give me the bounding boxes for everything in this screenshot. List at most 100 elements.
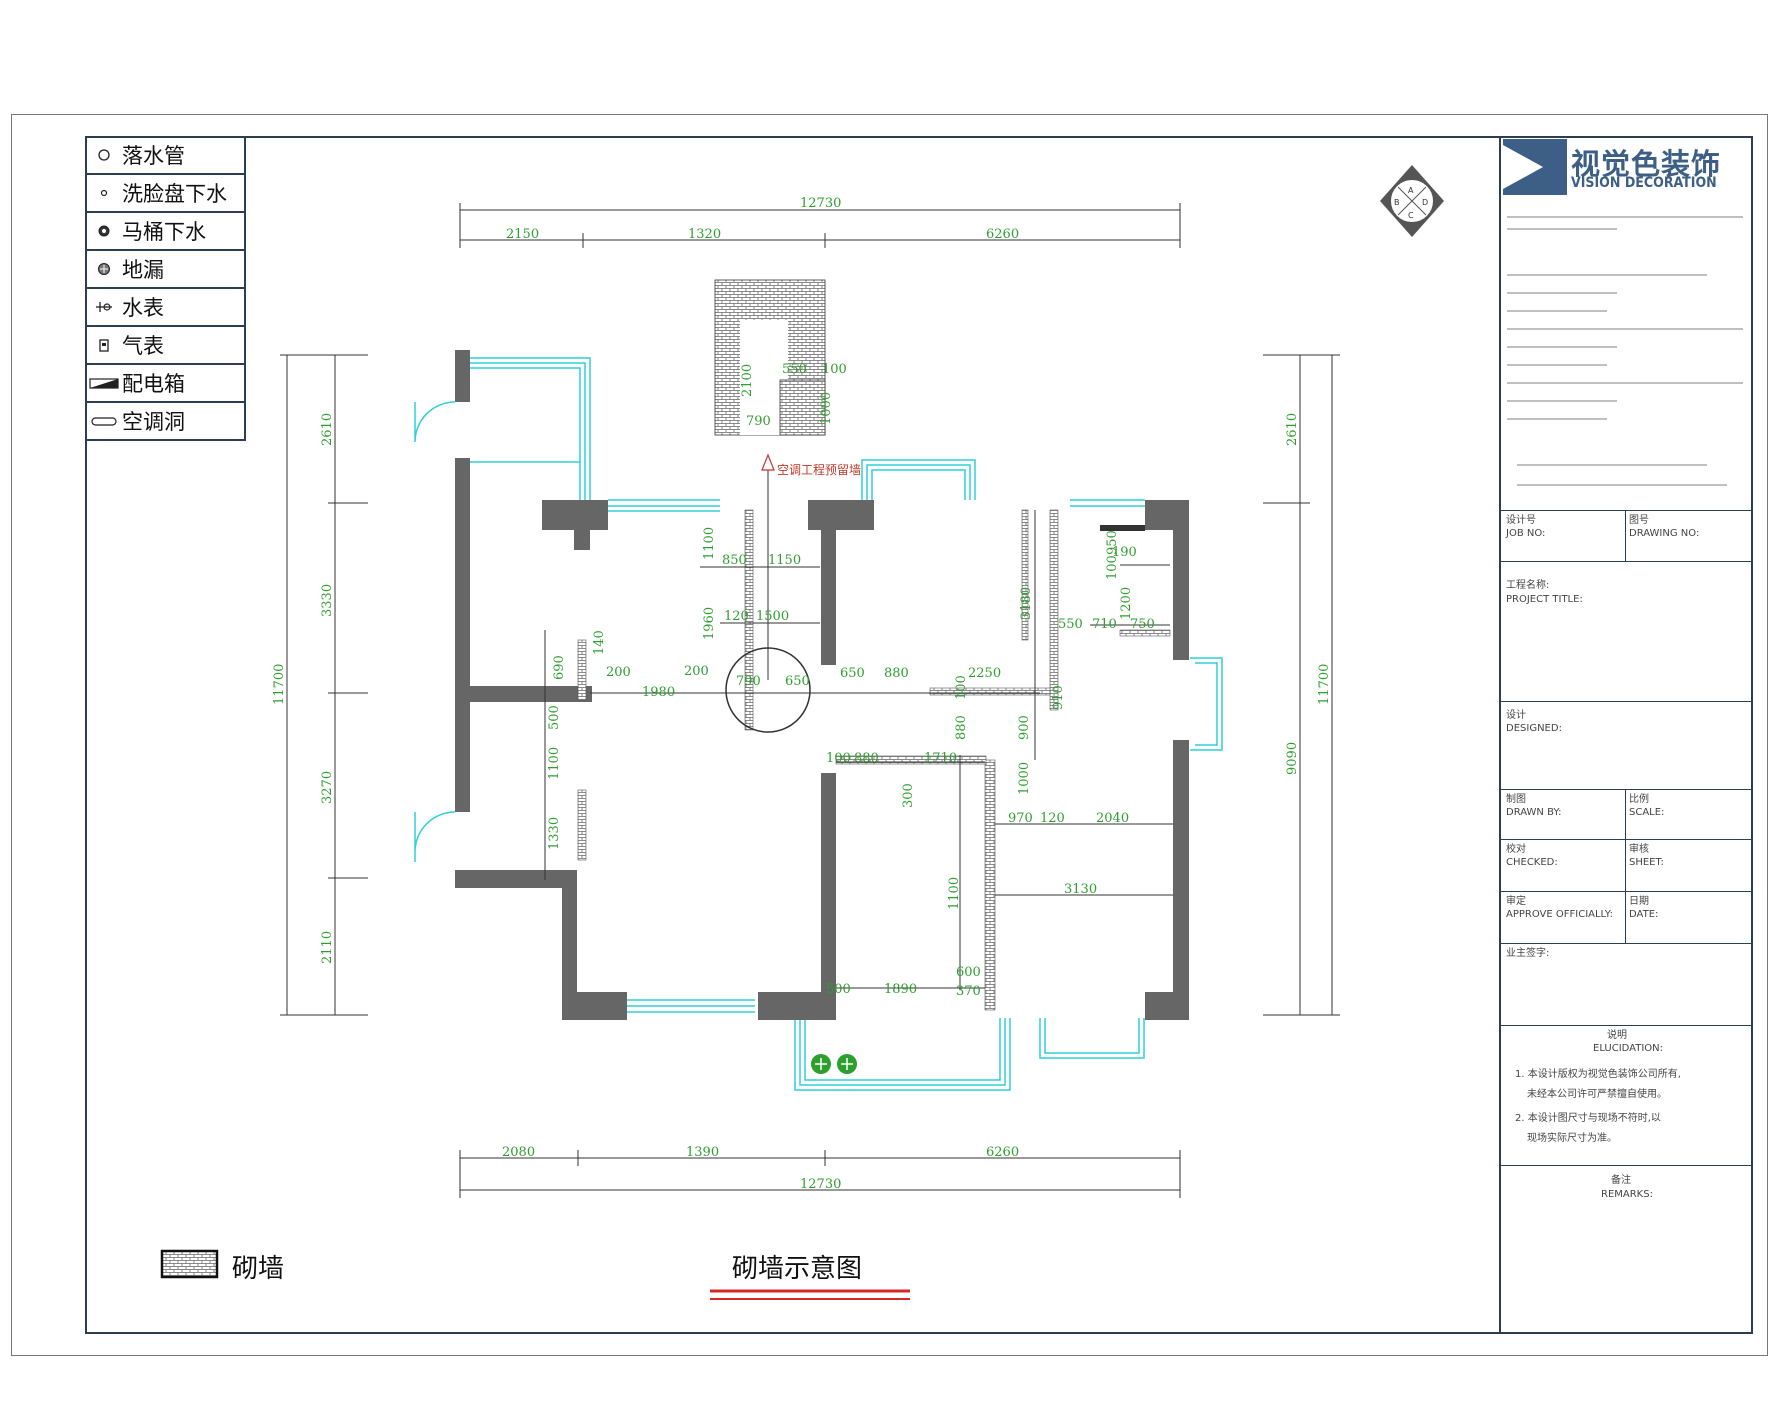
legend-row: 洗脸盘下水 [86, 175, 246, 213]
dim-inner: 1980 [642, 685, 675, 700]
title-block-divider [1501, 839, 1751, 840]
title-block-divider [1501, 701, 1751, 702]
dim-inner: 1000 [819, 392, 834, 425]
legend-label: 马桶下水 [122, 220, 206, 244]
floor-drain-icon [86, 262, 122, 276]
checked-label-en: CHECKED: [1506, 857, 1558, 868]
remarks-label-en: REMARKS: [1601, 1189, 1653, 1200]
dim-bottom-total: 12730 [800, 1177, 841, 1192]
circle-open-icon [86, 148, 122, 162]
legend-row: 水表 [86, 289, 246, 327]
sheet-label-cn: 审核 [1629, 844, 1649, 855]
window-outlines [414, 357, 1223, 1091]
dim-bottom-segment: 1390 [686, 1145, 719, 1160]
dim-inner: 1200 [1119, 587, 1134, 620]
stair-circle [725, 647, 811, 733]
scale-label-en: SCALE: [1629, 807, 1665, 818]
legend-label: 水表 [122, 296, 164, 320]
client-sign-label: 业主签字: [1506, 948, 1550, 959]
legend-row: 落水管 [86, 137, 246, 175]
left-dimension-lines [280, 354, 368, 1016]
dim-inner: 1000 [1017, 762, 1032, 795]
dim-top-segment: 6260 [986, 227, 1019, 242]
red-annotation: 空调工程预留墙 [777, 462, 861, 477]
legend-row: 配电箱 [86, 365, 246, 403]
toilet-drain-icon [86, 224, 122, 238]
job-no-label-en: JOB NO: [1506, 528, 1546, 539]
title-block-divider [1501, 1165, 1751, 1166]
dim-inner: 600 [956, 965, 981, 980]
approve-label-en: APPROVE OFFICIALLY: [1506, 909, 1613, 920]
title-block: 视觉色装饰 VISION DECORATION 设计号 JOB NO: 图号 D… [1499, 137, 1751, 1332]
date-label-cn: 日期 [1629, 896, 1649, 907]
dim-inner: 3180 [1019, 587, 1034, 620]
drawn-label-en: DRAWN BY: [1506, 807, 1562, 818]
legend-label: 地漏 [122, 258, 164, 282]
dim-bottom-segment: 6260 [986, 1145, 1019, 1160]
dim-inner: 1330 [547, 817, 562, 850]
checked-label-cn: 校对 [1506, 844, 1526, 855]
brick-wall-zones [577, 279, 1171, 1011]
dim-inner: 750 [1130, 617, 1155, 632]
dim-inner: 790 [746, 414, 771, 429]
water-meter-icon [86, 300, 122, 314]
small-dot-icon [86, 186, 122, 200]
dim-left-segment: 3330 [320, 584, 335, 617]
dim-top-segment: 1320 [688, 227, 721, 242]
dim-inner: 3130 [1064, 882, 1097, 897]
dim-inner: 880 [884, 666, 909, 681]
dim-right-segment: 9090 [1285, 742, 1300, 775]
project-title-label-en: PROJECT TITLE: [1506, 594, 1583, 605]
dim-inner: 190 [1112, 545, 1137, 560]
gas-meter-icon [86, 337, 122, 353]
title-block-divider [1625, 510, 1626, 561]
title-block-divider [1501, 510, 1751, 511]
date-label-en: DATE: [1629, 909, 1659, 920]
dim-inner: 650 [785, 674, 810, 689]
note-line: 1. 本设计版权为视觉色装饰公司所有, [1515, 1069, 1681, 1080]
legend-row: 空调洞 [86, 403, 246, 441]
legend-row: 地漏 [86, 251, 246, 289]
top-dimension-lines [459, 203, 1181, 248]
project-title-label-cn: 工程名称: [1506, 580, 1550, 591]
dim-inner: 790 [736, 674, 761, 689]
dim-inner: 200 [684, 664, 709, 679]
sheet-label-en: SHEET: [1629, 857, 1664, 868]
internal-dimension-lines [544, 470, 1173, 990]
job-no-label-cn: 设计号 [1506, 515, 1536, 526]
dim-right-total: 11700 [1317, 664, 1332, 705]
distribution-box-icon [86, 376, 122, 390]
dim-inner: 1500 [756, 609, 789, 624]
dim-inner: 100 [1105, 555, 1120, 580]
compass-label-b: B [1394, 198, 1400, 207]
note-line: 2. 本设计图尺寸与现场不符时,以 [1515, 1113, 1661, 1124]
compass-label-a: A [1408, 186, 1414, 195]
remarks-label-cn: 备注 [1611, 1175, 1631, 1186]
dim-inner: 1100 [547, 747, 562, 780]
dim-inner: 500 [547, 705, 562, 730]
ac-hole-icon [86, 414, 122, 428]
company-address-block [1507, 216, 1743, 486]
brick-wall-legend-icon [160, 1249, 219, 1279]
dim-inner: 900 [1017, 715, 1032, 740]
legend-row: 气表 [86, 327, 246, 365]
legend-label: 气表 [122, 334, 164, 358]
dim-inner: 1100 [947, 877, 962, 910]
note-line: 未经本公司许可严禁擅自使用。 [1527, 1089, 1667, 1100]
dim-inner: 120 [724, 609, 749, 624]
dim-bottom-segment: 2080 [502, 1145, 535, 1160]
dim-inner: 2250 [968, 666, 1001, 681]
title-block-divider [1501, 1025, 1751, 1026]
dim-inner: 140 [592, 630, 607, 655]
brick-wall-legend-label: 砌墙 [232, 1254, 285, 1284]
dim-inner: 1890 [884, 982, 917, 997]
dim-left-segment: 3270 [320, 771, 335, 804]
drawing-title: 砌墙示意图 [732, 1254, 863, 1284]
compass-icon: A B C D [1380, 165, 1444, 237]
arrow-icon [761, 453, 775, 471]
designed-label-en: DESIGNED: [1506, 723, 1562, 734]
dim-inner: 100 [954, 675, 969, 700]
title-block-divider [1501, 943, 1751, 944]
scale-label-cn: 比例 [1629, 794, 1649, 805]
inner-dimension-labels: 550 100 2100 1000 790 1100 850 1150 1960… [547, 362, 1155, 999]
